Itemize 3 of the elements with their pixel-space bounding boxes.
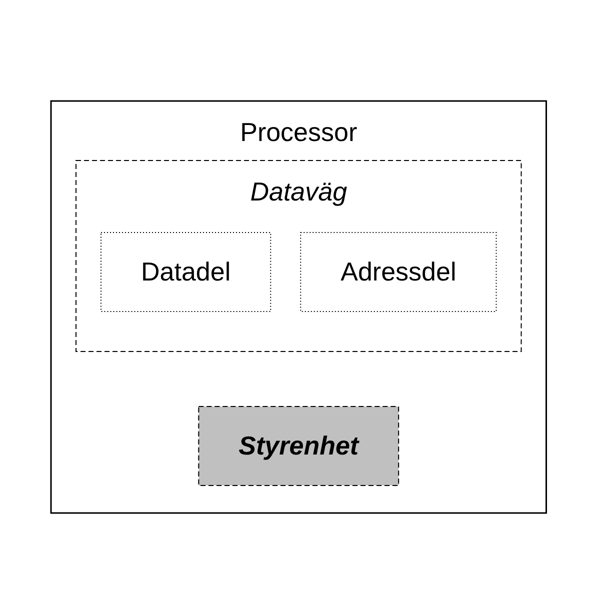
node-box: Adressdel	[300, 232, 498, 312]
node-box: Styrenhet	[198, 406, 400, 486]
node-box: Datadel	[100, 232, 272, 312]
